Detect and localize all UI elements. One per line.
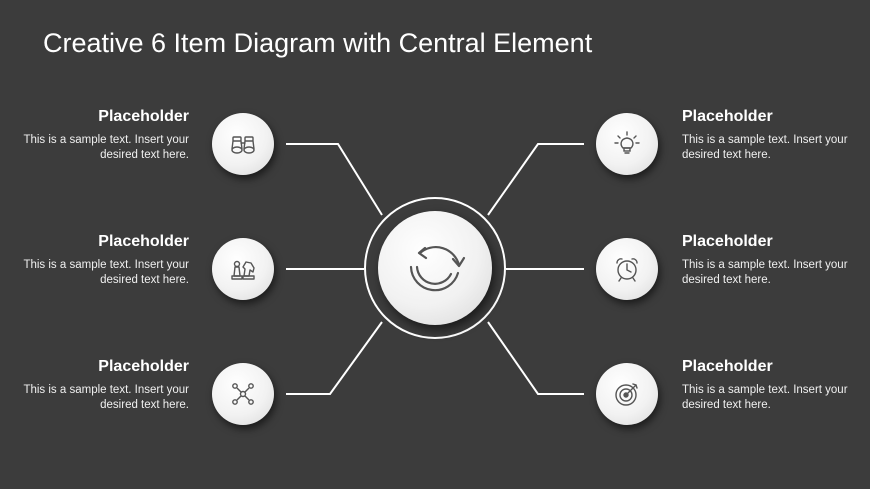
node-network: [212, 363, 274, 425]
item-text-left-bottom: Placeholder This is a sample text. Inser…: [14, 357, 189, 413]
item-title: Placeholder: [682, 233, 773, 250]
item-text-left-top: Placeholder This is a sample text. Inser…: [14, 107, 189, 163]
node-target: [596, 363, 658, 425]
item-body: This is a sample text. Insert your desir…: [682, 384, 848, 411]
center-node: [378, 211, 492, 325]
item-body: This is a sample text. Insert your desir…: [682, 134, 848, 161]
item-text-left-middle: Placeholder This is a sample text. Inser…: [14, 232, 189, 288]
item-title: Placeholder: [98, 358, 189, 375]
node-binoculars: [212, 113, 274, 175]
item-body: This is a sample text. Insert your desir…: [23, 259, 189, 286]
item-text-right-bottom: Placeholder This is a sample text. Inser…: [682, 357, 857, 413]
light-bulb-icon: [614, 131, 640, 154]
center-ring: [364, 197, 506, 339]
page-title: Creative 6 Item Diagram with Central Ele…: [43, 28, 593, 58]
connector-left-bottom: [286, 321, 383, 395]
chess-pieces-icon: [231, 260, 255, 280]
connector-right-top: [487, 143, 584, 216]
node-chess: [212, 238, 274, 300]
item-title: Placeholder: [682, 108, 773, 125]
item-text-right-top: Placeholder This is a sample text. Inser…: [682, 107, 857, 163]
binoculars-icon: [231, 136, 255, 154]
node-light-bulb: [596, 113, 658, 175]
cycle-arrows-icon: [409, 246, 466, 292]
alarm-clock-icon: [616, 258, 638, 282]
item-title: Placeholder: [98, 233, 189, 250]
item-body: This is a sample text. Insert your desir…: [23, 134, 189, 161]
node-alarm-clock: [596, 238, 658, 300]
item-title: Placeholder: [682, 358, 773, 375]
item-body: This is a sample text. Insert your desir…: [682, 259, 848, 286]
target-icon: [615, 383, 638, 406]
item-title: Placeholder: [98, 108, 189, 125]
network-nodes-icon: [232, 383, 254, 405]
connector-right-bottom: [487, 321, 584, 395]
item-text-right-middle: Placeholder This is a sample text. Inser…: [682, 232, 857, 288]
item-body: This is a sample text. Insert your desir…: [23, 384, 189, 411]
connector-left-top: [286, 143, 383, 216]
